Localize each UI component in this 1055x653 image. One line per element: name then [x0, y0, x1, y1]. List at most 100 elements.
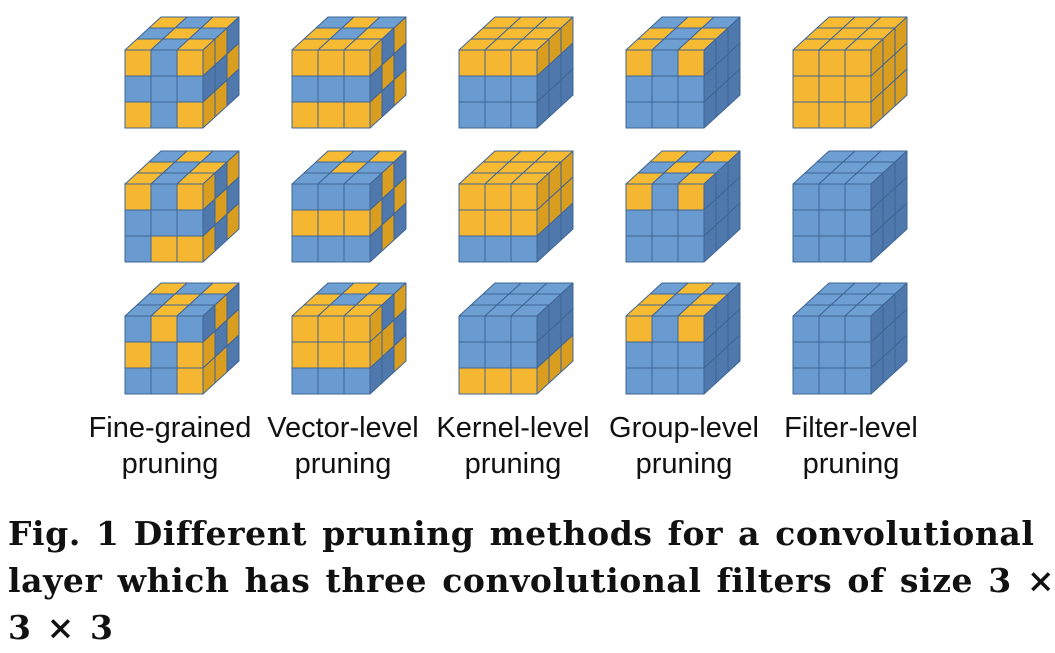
cube-front-cell [677, 209, 705, 237]
cube-front-cell [844, 49, 872, 77]
cube-front-cell [625, 75, 653, 103]
cube-front-cell [625, 101, 653, 129]
cube-front-cell [291, 183, 319, 211]
cube-front-cell [625, 367, 653, 395]
cube-front-cell [317, 315, 345, 343]
cube-front-cell [458, 101, 486, 129]
cube-front-cell [792, 209, 820, 237]
label-line-1: Vector-level [267, 412, 419, 444]
label-line-2: pruning [294, 448, 392, 480]
cube-front-cell [510, 315, 538, 343]
cube-front-cell [651, 75, 679, 103]
cube-front-cell [510, 235, 538, 263]
cube-front-cell [818, 49, 846, 77]
cube-front-cell [458, 315, 486, 343]
cube-front-cell [124, 235, 152, 263]
cube-front-cell [124, 183, 152, 211]
caption-line-2: layer which has three convolutional filt… [8, 561, 1055, 600]
cube-front-cell [651, 367, 679, 395]
cube-front-cell [677, 101, 705, 129]
cube-front-cell [150, 367, 178, 395]
cube-front-cell [510, 209, 538, 237]
cube-front-cell [176, 49, 204, 77]
cube-front-cell [844, 367, 872, 395]
caption-text-1: Different pruning methods for a convolut… [133, 514, 1035, 553]
cube-front-cell [792, 49, 820, 77]
cube-front-cell [844, 341, 872, 369]
cube-front-cell [150, 209, 178, 237]
cube-front-cell [176, 101, 204, 129]
cube-front-cell [176, 75, 204, 103]
cube-front-cell [458, 75, 486, 103]
cube-front-cell [677, 235, 705, 263]
cube-front-cell [844, 75, 872, 103]
filter-cube [291, 282, 407, 395]
cube-front-cell [317, 49, 345, 77]
cube-front-cell [792, 315, 820, 343]
label-filter-level: Filter-level pruning [756, 410, 946, 482]
cube-front-cell [458, 235, 486, 263]
cube-front-cell [677, 75, 705, 103]
filter-cube [458, 282, 574, 395]
cube-front-cell [651, 315, 679, 343]
cube-front-cell [458, 367, 486, 395]
cube-front-cell [484, 235, 512, 263]
cube-front-cell [317, 341, 345, 369]
cube-front-cell [291, 341, 319, 369]
cube-front-cell [818, 101, 846, 129]
filter-cube [124, 150, 240, 263]
cube-front-cell [343, 315, 371, 343]
cube-front-cell [510, 49, 538, 77]
cube-front-cell [484, 209, 512, 237]
cube-front-cell [176, 209, 204, 237]
filter-cube [625, 150, 741, 263]
filter-cube [792, 150, 908, 263]
cube-front-cell [651, 209, 679, 237]
cube-front-cell [343, 341, 371, 369]
figure-number: Fig. 1 [8, 514, 120, 553]
cube-front-cell [677, 367, 705, 395]
cube-front-cell [458, 341, 486, 369]
label-line-2: pruning [121, 448, 219, 480]
cube-front-cell [124, 209, 152, 237]
cube-front-cell [792, 101, 820, 129]
cube-front-cell [818, 183, 846, 211]
cube-front-cell [510, 101, 538, 129]
cube-front-cell [651, 341, 679, 369]
cube-front-cell [458, 209, 486, 237]
cube-front-cell [317, 183, 345, 211]
cube-front-cell [625, 315, 653, 343]
label-line-1: Filter-level [784, 412, 918, 444]
cube-front-cell [651, 49, 679, 77]
cube-front-cell [150, 235, 178, 263]
cube-front-cell [458, 183, 486, 211]
cube-front-cell [343, 101, 371, 129]
caption-line-1: Fig. 1 Different pruning methods for a co… [8, 510, 1043, 557]
cube-front-cell [844, 101, 872, 129]
cube-front-cell [792, 183, 820, 211]
figure-caption: Fig. 1 Different pruning methods for a co… [8, 510, 1055, 651]
filter-cube [124, 16, 240, 129]
cube-front-cell [291, 315, 319, 343]
cube-front-cell [677, 341, 705, 369]
cube-front-cell [291, 49, 319, 77]
filter-cube [458, 150, 574, 263]
cube-front-cell [510, 183, 538, 211]
cube-front-cell [844, 209, 872, 237]
cube-front-cell [818, 341, 846, 369]
label-line-1: Kernel-level [436, 412, 590, 444]
cube-front-cell [291, 101, 319, 129]
cube-front-cell [792, 341, 820, 369]
cube-front-cell [625, 235, 653, 263]
cube-front-cell [176, 183, 204, 211]
cube-front-cell [818, 235, 846, 263]
cube-front-cell [343, 367, 371, 395]
cube-front-cell [484, 101, 512, 129]
cube-front-cell [792, 235, 820, 263]
filter-cube [625, 282, 741, 395]
label-line-2: pruning [802, 448, 900, 480]
cube-front-cell [124, 315, 152, 343]
cube-front-cell [343, 75, 371, 103]
label-kernel-level: Kernel-level pruning [418, 410, 608, 482]
